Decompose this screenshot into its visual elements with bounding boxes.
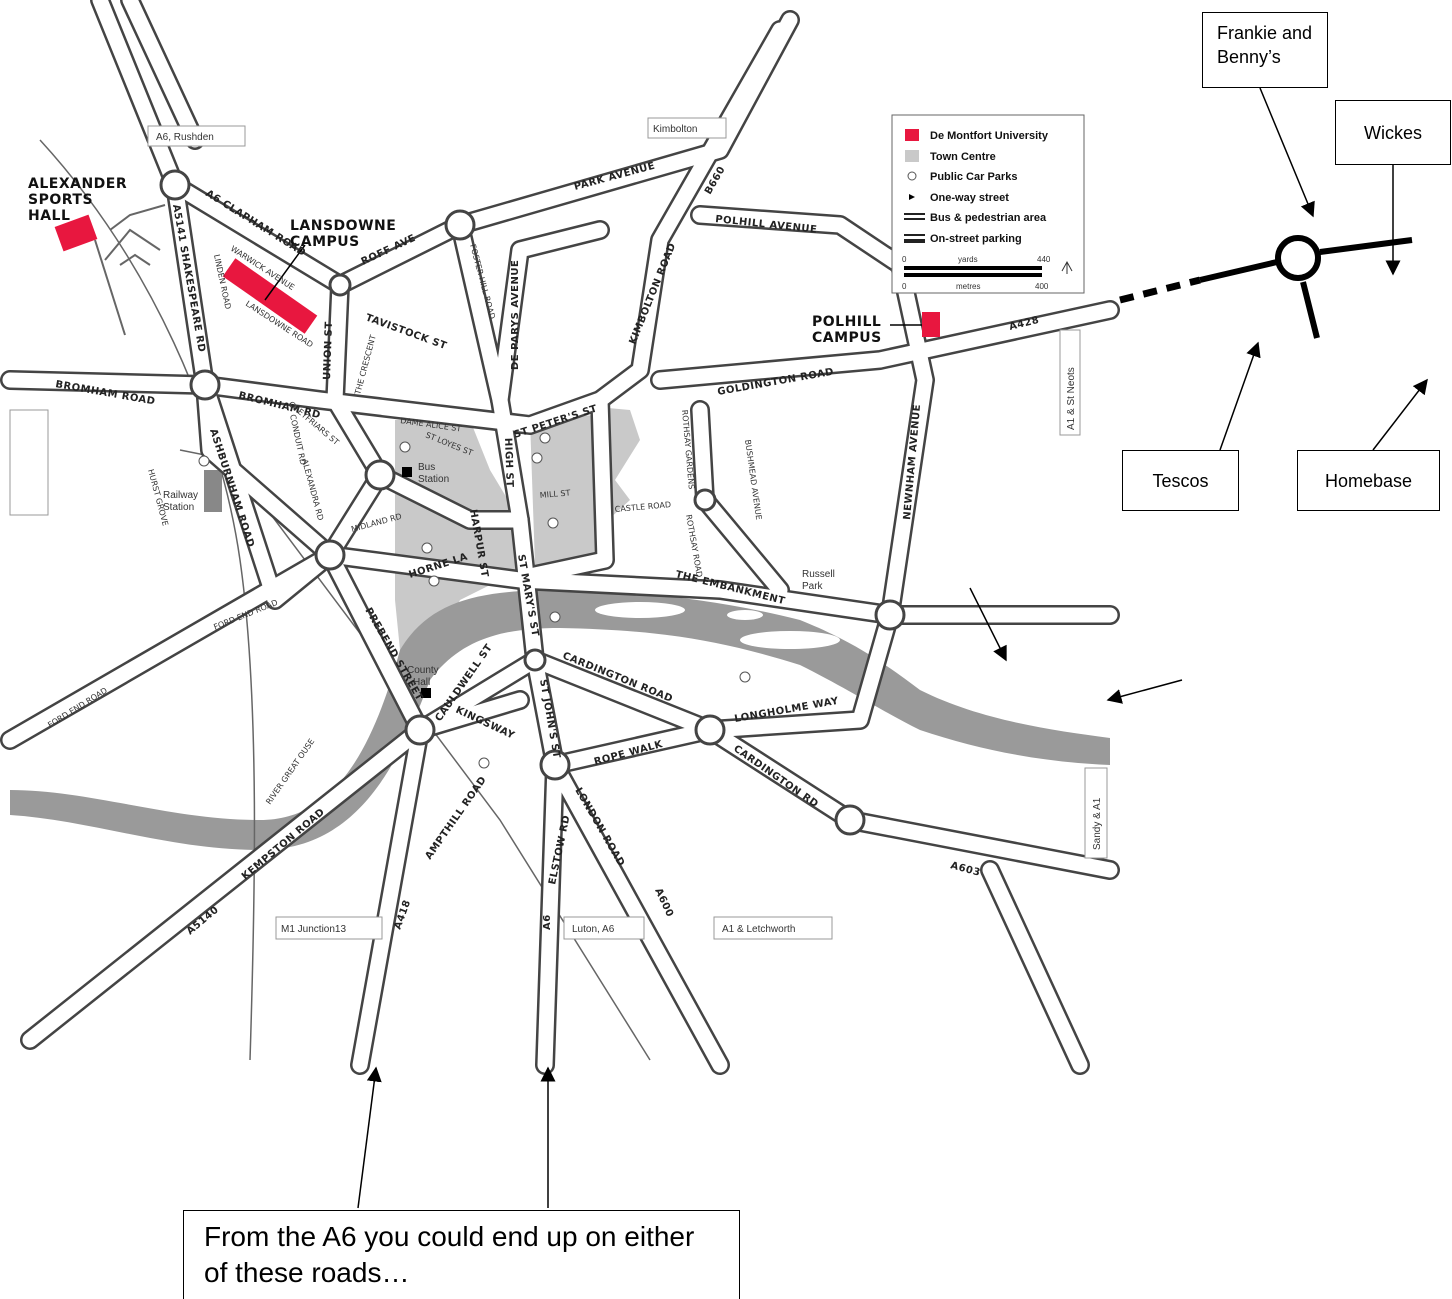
- callout-tescos-text: Tescos: [1152, 470, 1209, 491]
- legend-scale-zero-yards: 0: [902, 255, 907, 264]
- road-label-bushmead-avenue: BUSHMEAD AVENUE: [743, 439, 763, 520]
- callout-a6-note: From the A6 you could end up on either o…: [183, 1210, 740, 1299]
- legend-town-centre: Town Centre: [930, 151, 996, 163]
- legend-scale-zero-metres: 0: [902, 282, 907, 291]
- legend-scale-metres-max: 400: [1035, 282, 1049, 291]
- alexander-label-2: SPORTS: [28, 192, 93, 208]
- callout-a6-note-text: From the A6 you could end up on either o…: [204, 1221, 695, 1288]
- road-label-mill-st: MILL ST: [539, 488, 570, 500]
- lansdowne-campus-marker: [222, 258, 318, 334]
- dashed-road-extension: [1119, 276, 1201, 304]
- callout-frankie-and-bennys: Frankie and Benny’s: [1202, 12, 1328, 88]
- railway-platform: [204, 470, 222, 512]
- road-label-de-parys-avenue: DE PARYS AVENUE: [510, 260, 521, 370]
- river-islands: [595, 602, 840, 649]
- callout-tescos: Tescos: [1122, 450, 1239, 511]
- callout-homebase: Homebase: [1297, 450, 1440, 511]
- map-legend: De Montfort University Town Centre Publi…: [891, 114, 1085, 294]
- place-labels: Bus Station Railway Station County Hall …: [163, 462, 835, 688]
- alexander-sports-hall-marker: [54, 214, 98, 252]
- road-label-tavistock-st: TAVISTOCK ST: [364, 312, 448, 352]
- legend-one-way: One-way street: [930, 192, 1009, 204]
- legend-town-centre-swatch: [905, 150, 919, 162]
- town-centre-area: [395, 408, 640, 650]
- county-hall-marker: [421, 688, 431, 698]
- sign-a1-st-neots: A1 & St Neots: [1066, 367, 1077, 430]
- bus-station-label-1: Bus: [418, 462, 435, 473]
- callout-arrows: [357, 87, 1428, 1209]
- legend-one-way-icon: [909, 194, 915, 200]
- road-label-cardington-rd: CARDINGTON RD: [731, 743, 820, 810]
- river-label: RIVER GREAT OUSE: [264, 737, 316, 806]
- road-label-the-crescent: THE CRESCENT: [353, 334, 378, 397]
- legend-dmu: De Montfort University: [930, 130, 1049, 142]
- arrow-a418: [357, 1066, 382, 1209]
- railway-station-label-2: Station: [163, 502, 194, 513]
- bus-station-label-2: Station: [418, 474, 449, 485]
- polhill-campus-marker: [922, 312, 940, 337]
- legend-street-parking: On-street parking: [930, 233, 1022, 245]
- north-arrow-icon: [1061, 260, 1073, 274]
- alexander-label-1: ALEXANDER: [28, 176, 127, 192]
- arrow-tescos: [1219, 341, 1261, 451]
- legend-scale-metres: metres: [956, 282, 980, 291]
- campus-labels: ALEXANDER SPORTS HALL LANSDOWNE CAMPUS P…: [28, 176, 882, 346]
- polhill-label-1: POLHILL: [812, 314, 881, 330]
- road-label-ampthill-road: AMPTHILL ROAD: [423, 775, 489, 862]
- road-label-a603: A603: [949, 860, 981, 879]
- callout-homebase-text: Homebase: [1324, 470, 1413, 491]
- county-hall-label-1: County: [407, 665, 439, 676]
- sign-a6-rushden: A6, Rushden: [156, 132, 214, 143]
- sign-m1-junction13: M1 Junction13: [281, 924, 346, 935]
- lansdowne-label-2: CAMPUS: [290, 234, 360, 250]
- roundabouts: [159, 169, 906, 836]
- road-label-union-st: UNION ST: [322, 321, 335, 380]
- railway-station-label-1: Railway: [163, 490, 198, 501]
- river-great-ouse: [10, 590, 1110, 850]
- sign-a1-letchworth: A1 & Letchworth: [722, 924, 795, 935]
- sign-sandy-a1: Sandy & A1: [1092, 797, 1103, 850]
- road-label-a6: A6: [542, 914, 553, 930]
- arrow-river-1: [969, 587, 1007, 662]
- callout-wickes-text: Wickes: [1364, 122, 1422, 143]
- alexander-label-3: HALL: [28, 208, 70, 224]
- annotation-sketch: [1119, 235, 1413, 339]
- road-label-linden-road: LINDEN ROAD: [212, 254, 232, 311]
- road-label-high-st: HIGH ST: [502, 438, 515, 488]
- legend-car-parks: Public Car Parks: [930, 171, 1017, 183]
- county-hall-label-2: Hall: [413, 677, 430, 688]
- roundabout-sketch-icon: [1275, 235, 1321, 281]
- direction-signs: A6, Rushden Kimbolton A1 & St Neots Sand…: [147, 117, 1108, 940]
- legend-bus-pedestrian: Bus & pedestrian area: [930, 212, 1047, 224]
- arrow-river-2: [1106, 679, 1183, 704]
- road-label-alexandra-rd: ALEXANDRA RD: [300, 458, 325, 521]
- lansdowne-label-1: LANSDOWNE: [290, 218, 396, 234]
- legend-car-park-icon: [907, 171, 917, 181]
- sign-luton-a6: Luton, A6: [572, 924, 615, 935]
- car-park-icons: [198, 432, 751, 769]
- legend-scale-yards-max: 440: [1037, 255, 1051, 264]
- russell-park-label-1: Russell: [802, 569, 835, 580]
- legend-scale-yards: yards: [958, 255, 978, 264]
- sports-hall-paths: [94, 204, 166, 336]
- legend-dmu-swatch: [905, 129, 919, 141]
- polhill-label-2: CAMPUS: [812, 330, 882, 346]
- callout-wickes: Wickes: [1335, 100, 1451, 165]
- map-left-building: [9, 409, 49, 516]
- russell-park-label-2: Park: [802, 581, 824, 592]
- road-label-a600: A600: [652, 887, 675, 919]
- road-label-rothsay-road: ROTHSAY ROAD: [684, 514, 704, 578]
- arrow-homebase: [1372, 378, 1428, 451]
- sign-kimbolton: Kimbolton: [653, 124, 697, 135]
- callout-frankie-text: Frankie and Benny’s: [1217, 23, 1313, 67]
- arrow-frankie: [1259, 87, 1315, 218]
- bus-station-marker: [402, 467, 412, 477]
